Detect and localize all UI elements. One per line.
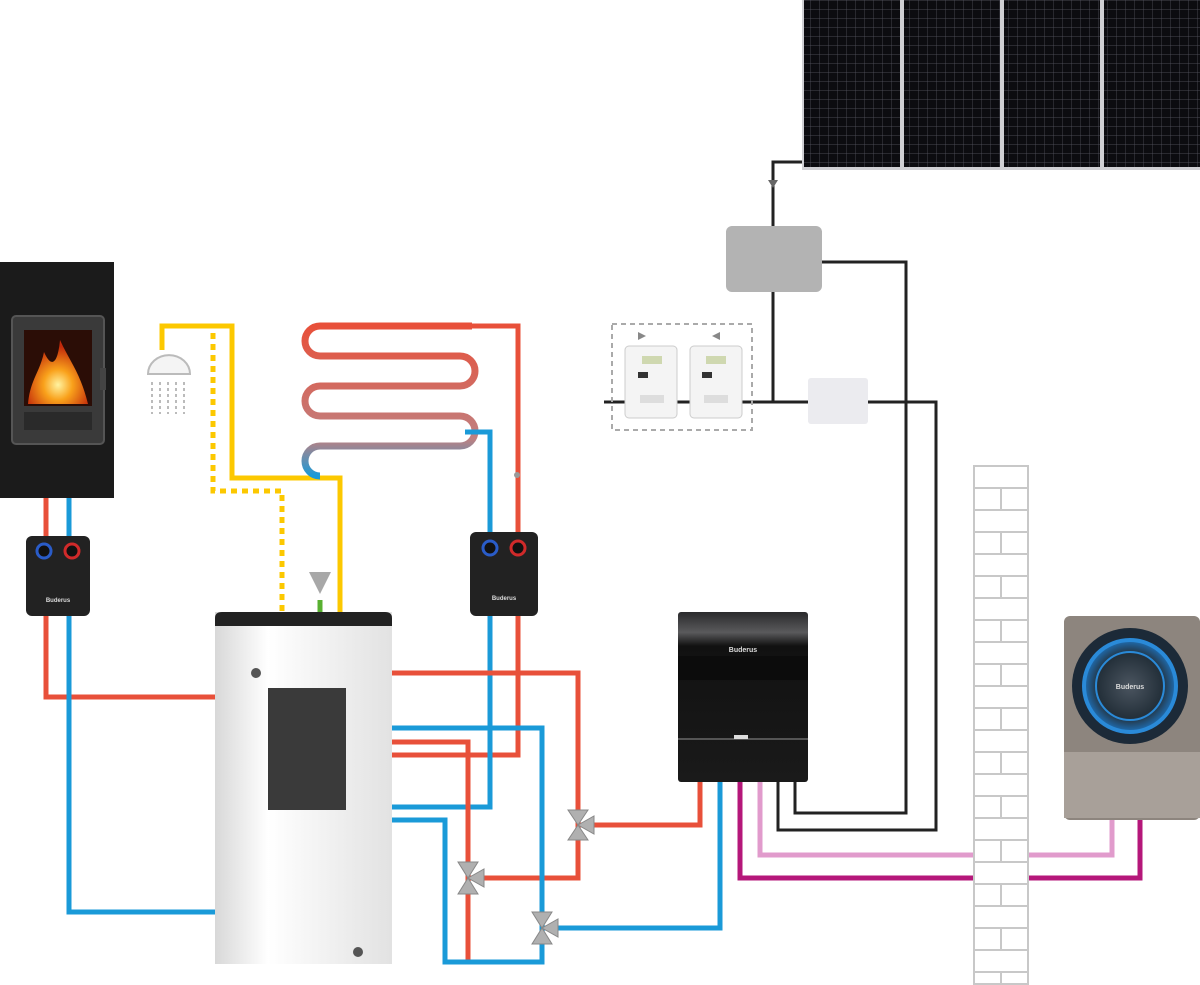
stove-return-pipe bbox=[66, 498, 215, 915]
tank-hot-mid-pipe bbox=[392, 739, 471, 960]
inverter-box bbox=[726, 226, 822, 292]
brand-label: Buderus bbox=[1116, 684, 1145, 691]
pv-dc-line bbox=[771, 160, 802, 228]
heat-pump-outdoor-unit-icon: Buderus bbox=[1064, 616, 1200, 820]
valve-icon bbox=[567, 809, 595, 841]
dhw-pipe bbox=[159, 323, 343, 690]
brand-label: Buderus bbox=[729, 647, 758, 654]
shower-icon bbox=[146, 354, 192, 414]
energy-meters bbox=[611, 323, 753, 431]
dhw-circulation-pipe bbox=[210, 333, 285, 690]
unit-return-pipe bbox=[542, 782, 723, 931]
floor-coil bbox=[301, 322, 479, 480]
sensor-dot bbox=[514, 472, 520, 478]
inverter-unit-line bbox=[793, 260, 908, 815]
refrigerant-gas-line bbox=[737, 780, 1143, 881]
tank-sensor bbox=[251, 668, 261, 678]
junction-line bbox=[776, 400, 938, 832]
pump-station-stove: Buderus bbox=[26, 536, 90, 616]
refrigerant-lines bbox=[737, 780, 1143, 881]
pump-station-heating: Buderus bbox=[470, 532, 538, 616]
heat-pump-indoor-unit-icon: Buderus bbox=[678, 612, 808, 782]
wood-stove bbox=[0, 262, 114, 498]
storage-tank bbox=[215, 612, 392, 964]
electric-meter-icon bbox=[689, 332, 743, 419]
tank-heat-exchanger bbox=[268, 688, 346, 810]
heating-return-pipe bbox=[392, 429, 493, 810]
tank-cold-mid-pipe bbox=[392, 725, 545, 965]
tank-hot-out-pipe bbox=[392, 670, 581, 881]
valve-icon bbox=[531, 911, 559, 945]
unit-flow-pipe bbox=[578, 782, 703, 828]
solar-panel bbox=[802, 0, 1200, 170]
valve-icon bbox=[457, 861, 485, 895]
refrigerant-liquid-line bbox=[757, 780, 1115, 858]
brand-label: Buderus bbox=[46, 598, 71, 604]
dc-arrow-icon bbox=[768, 180, 778, 188]
fireplace-icon bbox=[28, 340, 88, 404]
junction-box bbox=[808, 378, 868, 424]
brand-label: Buderus bbox=[492, 596, 517, 602]
tank-drain bbox=[353, 947, 363, 957]
inlet-arrow-icon bbox=[309, 572, 331, 594]
electric-meter-icon bbox=[624, 332, 678, 419]
mixing-valves bbox=[457, 809, 595, 945]
brick-wall-icon bbox=[973, 465, 1029, 985]
